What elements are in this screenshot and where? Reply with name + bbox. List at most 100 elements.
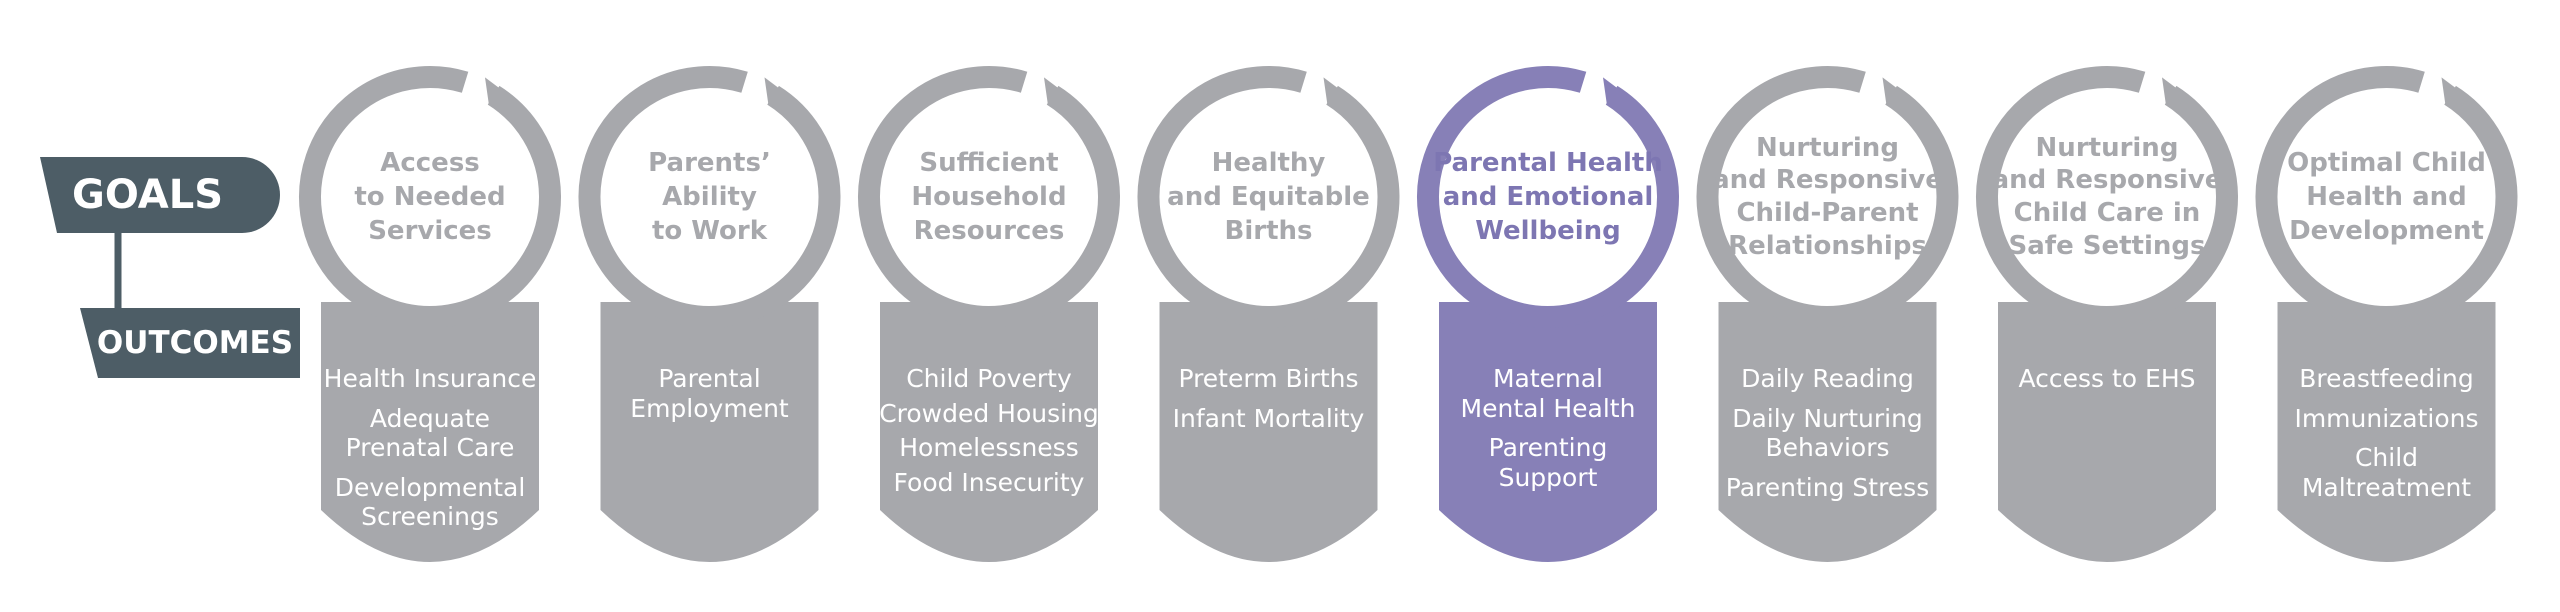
outcome-card <box>1159 302 1378 562</box>
outcome-line: Developmental <box>334 472 526 502</box>
ring-notch <box>485 77 501 106</box>
outcome-line: Parenting <box>1488 433 1608 462</box>
outcome-line: Crowded Housing <box>879 398 1099 428</box>
outcome-line: Health Insurance <box>323 364 537 393</box>
ring-notch <box>764 77 781 106</box>
goal-column-child-care <box>1976 66 2238 562</box>
goal-column-parental-health <box>1417 66 1679 562</box>
goal-ring <box>1696 66 1959 328</box>
goal-ring <box>1976 66 2238 328</box>
outcome-item: Breastfeeding <box>2299 364 2474 394</box>
goal-label-line: Safe Settings <box>2008 230 2206 261</box>
outcome-line: Child <box>2354 443 2419 472</box>
goal-ring <box>299 66 561 328</box>
outcome-item: Parenting Stress <box>1726 473 1929 503</box>
outcome-item: Infant Mortality <box>1173 404 1365 434</box>
goal-label-line: Healthy <box>1211 147 1326 178</box>
goal-label-line: Household <box>911 181 1067 212</box>
outcome-card <box>880 302 1098 562</box>
outcome-line: Breastfeeding <box>2299 364 2474 393</box>
outcome-item: Daily Reading <box>1741 364 1914 394</box>
goals-tag <box>40 157 280 233</box>
goal-ring <box>1417 66 1679 328</box>
outcome-item: Food Insecurity <box>894 468 1085 498</box>
outcome-line: Access to EHS <box>2018 364 2196 393</box>
goal-label-line: Parental Health <box>1433 147 1663 178</box>
goal-column-child-health <box>2255 66 2518 562</box>
outcome-card <box>2277 302 2496 562</box>
goal-label-line: and Emotional <box>1442 181 1654 212</box>
goal-label-line: Child Care in <box>2013 198 2201 228</box>
outcome-line: Maltreatment <box>2301 472 2472 502</box>
goal-label-line: Births <box>1224 216 1313 247</box>
goal-label-line: Nurturing <box>1756 132 1899 163</box>
outcome-item: Homelessness <box>899 433 1078 463</box>
goal-label-line: Sufficient <box>919 147 1059 178</box>
outcome-line: Infant Mortality <box>1172 403 1365 433</box>
outcome-card <box>1439 302 1657 562</box>
outcome-card <box>1718 302 1937 562</box>
outcome-item: Child Poverty <box>906 364 1072 394</box>
outcome-line: Parenting Stress <box>1725 472 1930 502</box>
outcome-item: Crowded Housing <box>879 399 1099 429</box>
goals-tag-label: GOALS <box>71 172 223 218</box>
outcome-line: Preterm Births <box>1178 364 1359 393</box>
goal-label-line: Optimal Child <box>2287 147 2486 178</box>
outcome-line: Homelessness <box>899 433 1079 462</box>
ring-notch <box>2441 77 2458 106</box>
outcome-item: Preterm Births <box>1178 364 1358 394</box>
outcomes-tag-label: OUTCOMES <box>96 325 294 361</box>
goal-column-services <box>299 66 561 562</box>
goal-label-line: Child-Parent <box>1736 198 1919 228</box>
goal-column-births <box>1137 66 1400 562</box>
outcome-line: Child Poverty <box>906 364 1072 393</box>
outcomes-tag <box>80 308 300 378</box>
outcome-card <box>1998 302 2216 562</box>
outcome-line: Prenatal Care <box>345 433 515 462</box>
outcome-line: Employment <box>630 393 789 423</box>
outcome-line: Immunizations <box>2294 403 2479 433</box>
goal-label-line: Wellbeing <box>1475 216 1621 247</box>
goal-label-line: Nurturing <box>2035 132 2179 163</box>
goal-label-line: and Responsive <box>1712 165 1943 196</box>
goal-label-line: Health and <box>2306 181 2467 212</box>
goal-label-line: Development <box>2289 216 2484 247</box>
goal-column-work <box>578 66 841 562</box>
goal-ring <box>858 66 1120 328</box>
outcome-line: Screenings <box>361 502 499 531</box>
goal-label-line: Relationships <box>1728 230 1927 261</box>
outcome-list: Access to EHS <box>1997 364 2217 404</box>
outcome-line: Maternal <box>1492 364 1604 393</box>
outcome-line: Support <box>1498 462 1598 492</box>
outcome-item: Health Insurance <box>324 364 537 394</box>
goal-ring <box>1137 66 1400 328</box>
goal-label-line: Parents’ <box>648 147 771 178</box>
ring-notch <box>1323 77 1340 106</box>
outcome-card <box>600 302 819 562</box>
outcome-item: Immunizations <box>2294 404 2478 434</box>
goal-label-line: to Work <box>651 216 768 247</box>
ring-notch <box>2162 77 2178 106</box>
goal-label-line: and Equitable <box>1167 181 1370 212</box>
outcome-line: Adequate <box>369 403 491 433</box>
